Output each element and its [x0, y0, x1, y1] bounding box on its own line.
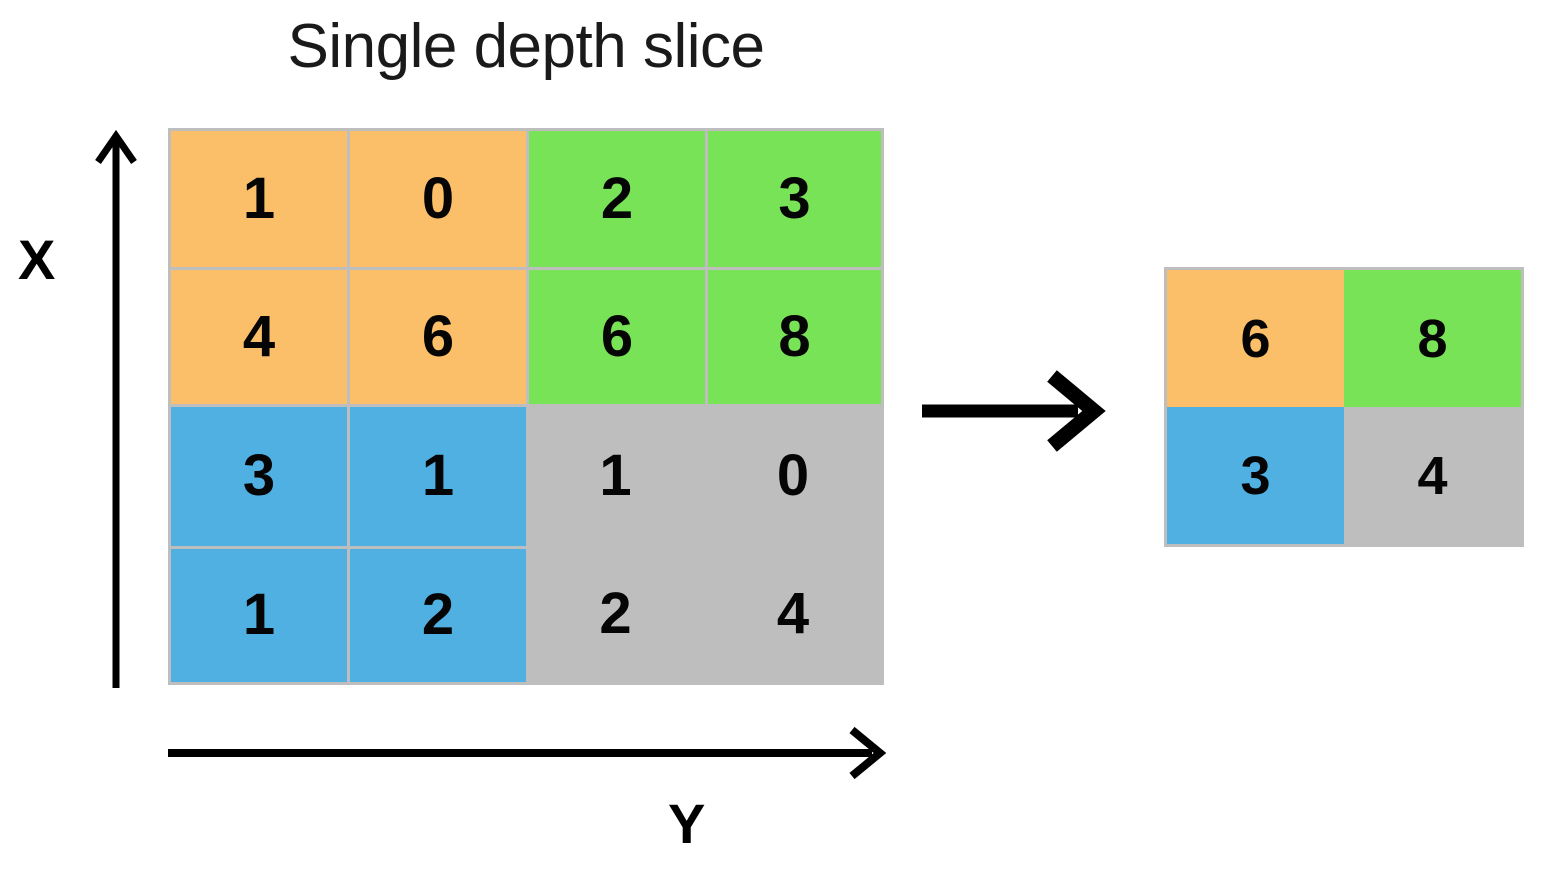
input-cell-r1c1: 6: [350, 270, 526, 404]
max-pool-transition-arrow: [918, 368, 1110, 454]
page-title: Single depth slice: [287, 12, 765, 81]
output-cell-r1c0: 3: [1167, 407, 1344, 544]
input-cell-r2c3: 0: [705, 406, 881, 546]
y-axis-label: Y: [668, 792, 706, 855]
input-cell-r0c3: 3: [708, 131, 881, 268]
right-arrow-icon: [168, 726, 887, 780]
up-arrow-icon: [95, 129, 137, 688]
output-cell-r0c1: 8: [1344, 270, 1521, 407]
input-cell-r2c0: 3: [171, 406, 347, 546]
x-axis-arrow: [92, 128, 140, 688]
input-feature-map-grid: 1 0 2 3 4 6 6 8 3 1 1 0 1 2 2 4: [168, 128, 884, 685]
x-axis-label: X: [18, 228, 56, 291]
input-cell-r2c1: 1: [350, 406, 526, 546]
input-cell-r2c2: 1: [526, 406, 705, 546]
max-pooled-output-grid: 6 8 3 4: [1164, 267, 1524, 547]
right-arrow-icon: [922, 370, 1106, 452]
output-cell-r0c0: 6: [1167, 270, 1344, 407]
input-cell-r0c2: 2: [529, 131, 705, 268]
input-cell-r3c1: 2: [350, 548, 526, 682]
input-cell-r0c1: 0: [350, 131, 526, 268]
input-cell-r0c0: 1: [171, 131, 347, 268]
output-cell-r1c1: 4: [1344, 407, 1521, 544]
input-cell-r1c3: 8: [708, 270, 881, 404]
input-cell-r1c2: 6: [529, 270, 705, 404]
input-cell-r1c0: 4: [171, 270, 347, 404]
input-cell-r3c3: 4: [705, 545, 881, 682]
input-cell-r3c2: 2: [526, 545, 705, 682]
input-cell-r3c0: 1: [171, 548, 347, 682]
y-axis-arrow: [166, 722, 888, 784]
